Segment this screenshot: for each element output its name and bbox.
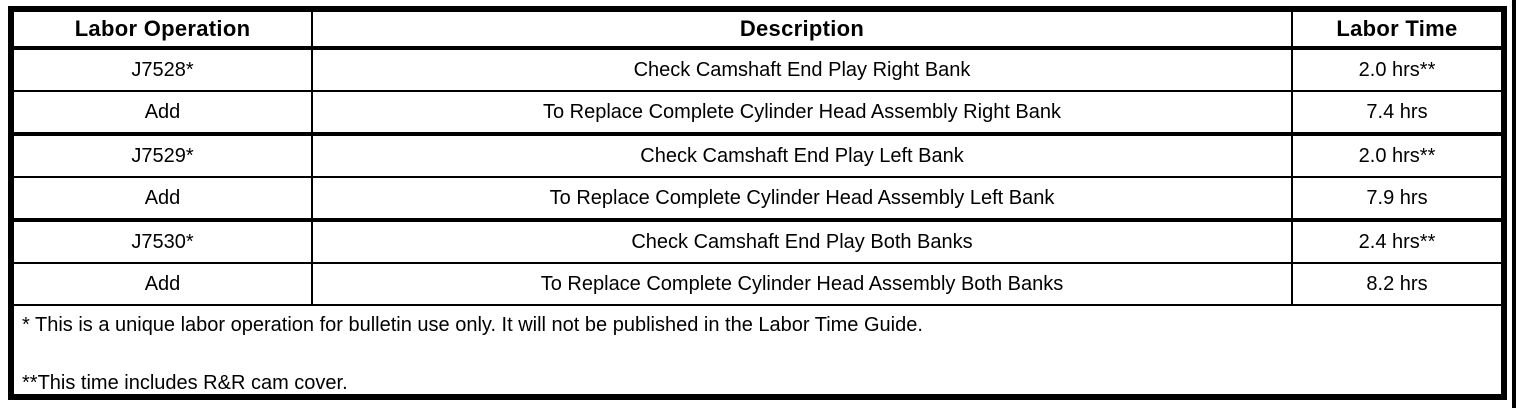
cell-description: Check Camshaft End Play Left Bank — [311, 134, 1292, 177]
cell-description: To Replace Complete Cylinder Head Assemb… — [311, 263, 1292, 305]
cell-labor-operation: Add — [144, 272, 181, 295]
table-row: Add To Replace Complete Cylinder Head As… — [14, 177, 1501, 220]
footnotes-section: * This is a unique labor operation for b… — [14, 306, 1501, 395]
header-description: Description — [311, 12, 1292, 48]
table-row: J7530* Check Camshaft End Play Both Bank… — [14, 220, 1501, 263]
cell-labor-operation: J7530* — [131, 230, 194, 253]
header-row: Labor Operation Description Labor Time — [14, 12, 1501, 48]
cell-description: Check Camshaft End Play Right Bank — [311, 48, 1292, 91]
cell-labor-time: 2.4 hrs** — [1291, 220, 1501, 263]
labor-operations-table: Labor Operation Description Labor Time J… — [14, 12, 1501, 306]
cell-description: To Replace Complete Cylinder Head Assemb… — [311, 177, 1292, 220]
cell-labor-time: 2.0 hrs** — [1291, 48, 1501, 91]
table-row: J7529* Check Camshaft End Play Left Bank… — [14, 134, 1501, 177]
labor-time-table: Labor Operation Description Labor Time J… — [8, 6, 1507, 400]
cell-labor-time: 7.4 hrs — [1291, 91, 1501, 134]
header-labor-time: Labor Time — [1291, 12, 1501, 48]
footnote-rr-cam-cover: **This time includes R&R cam cover. — [22, 372, 348, 394]
table-row: Add To Replace Complete Cylinder Head As… — [14, 263, 1501, 305]
cell-labor-time: 7.9 hrs — [1291, 177, 1501, 220]
cell-labor-time: 8.2 hrs — [1291, 263, 1501, 305]
cell-labor-time: 2.0 hrs** — [1291, 134, 1501, 177]
cell-labor-operation: J7528* — [131, 58, 194, 81]
cell-description: Check Camshaft End Play Both Banks — [311, 220, 1292, 263]
cell-labor-operation: Add — [144, 186, 181, 209]
cell-description: To Replace Complete Cylinder Head Assemb… — [311, 91, 1292, 134]
table-row: J7528* Check Camshaft End Play Right Ban… — [14, 48, 1501, 91]
footnote-unique-labor-operation: * This is a unique labor operation for b… — [22, 314, 923, 336]
page-edge-line — [1512, 0, 1516, 408]
header-labor-operation: Labor Operation — [74, 16, 251, 41]
cell-labor-operation: Add — [144, 100, 181, 123]
cell-labor-operation: J7529* — [131, 144, 194, 167]
table-row: Add To Replace Complete Cylinder Head As… — [14, 91, 1501, 134]
